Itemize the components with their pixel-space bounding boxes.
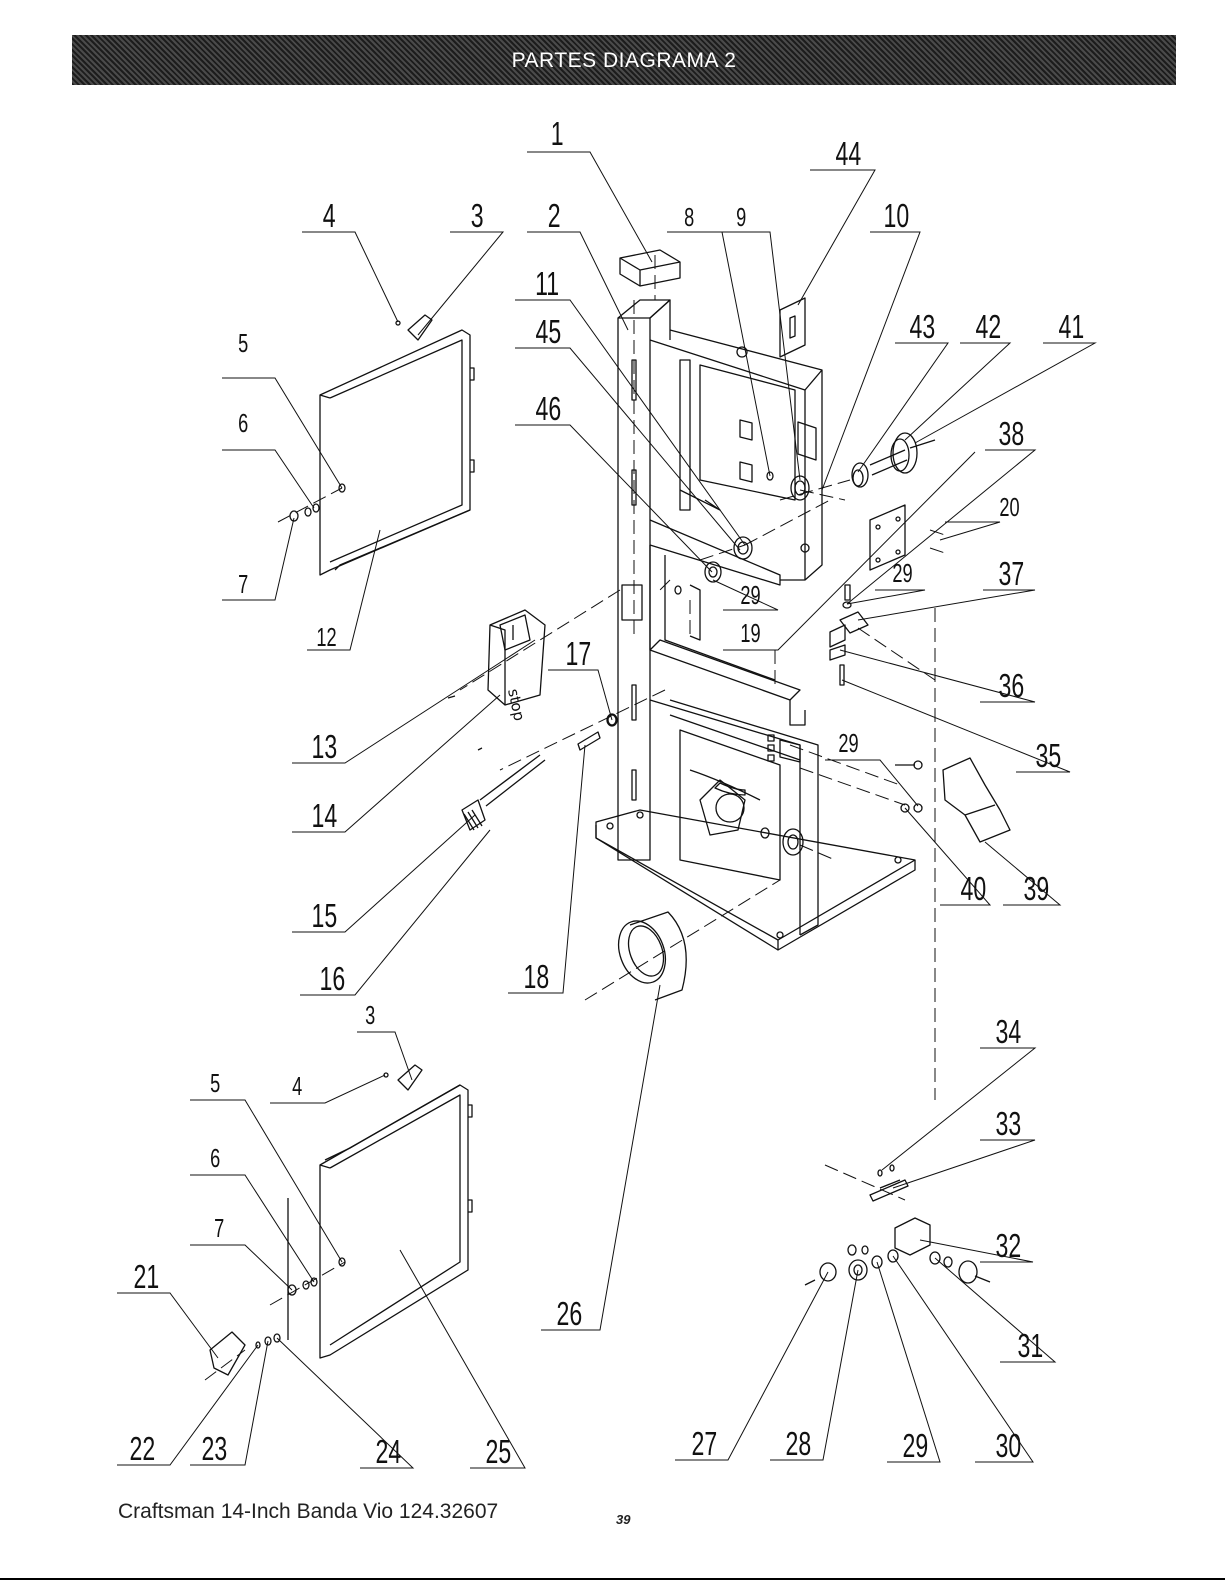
callout-7: 7 <box>238 570 248 599</box>
callout-29b: 29 <box>740 581 760 610</box>
callout-43: 43 <box>910 309 936 346</box>
callout-14: 14 <box>312 798 338 835</box>
callout-24: 24 <box>376 1434 402 1471</box>
callout-13: 13 <box>312 729 338 766</box>
callout-29a: 29 <box>892 559 912 588</box>
callout-4b: 4 <box>292 1072 302 1101</box>
callout-44: 44 <box>836 136 862 173</box>
callout-34: 34 <box>996 1014 1022 1051</box>
callout-19: 19 <box>740 619 760 648</box>
latch-upper <box>408 315 432 340</box>
callout-10: 10 <box>884 198 910 235</box>
callout-27: 27 <box>692 1426 718 1463</box>
callout-37: 37 <box>999 556 1025 593</box>
callout-9: 9 <box>736 203 746 232</box>
callout-1: 1 <box>551 116 564 153</box>
bearing-assemblies <box>607 472 809 855</box>
callout-29c: 29 <box>838 729 858 758</box>
dust-port <box>895 758 1010 842</box>
callout-20: 20 <box>999 493 1019 522</box>
dust-hose-ring <box>610 912 686 1000</box>
lower-fasteners <box>288 1198 317 1340</box>
callout-38: 38 <box>999 416 1025 453</box>
callout-36: 36 <box>999 668 1025 705</box>
callout-7b: 7 <box>214 1214 224 1243</box>
callout-6: 6 <box>238 409 248 438</box>
lower-door <box>320 1085 472 1358</box>
callout-41: 41 <box>1059 309 1085 346</box>
callout-2: 2 <box>548 198 561 235</box>
callout-8: 8 <box>684 203 694 232</box>
callout-6b: 6 <box>210 1144 220 1173</box>
callout-22: 22 <box>130 1431 156 1468</box>
callout-28: 28 <box>786 1426 812 1463</box>
callout-29d: 29 <box>903 1428 929 1465</box>
wheel-shaft-assembly <box>852 433 935 487</box>
callout-40: 40 <box>961 871 987 908</box>
bottom-rule <box>0 1578 1225 1580</box>
bracket-assembly <box>830 602 868 685</box>
callout-42: 42 <box>976 309 1002 346</box>
callout-15: 15 <box>312 898 338 935</box>
callout-30: 30 <box>996 1428 1022 1465</box>
callout-46: 46 <box>536 391 562 428</box>
callout-3b: 3 <box>365 1001 375 1030</box>
callout-4: 4 <box>323 198 336 235</box>
top-cap <box>620 250 680 286</box>
callout-31: 31 <box>1018 1328 1044 1365</box>
callout-12: 12 <box>316 623 336 652</box>
callout-39: 39 <box>1024 871 1050 908</box>
callout-21: 21 <box>134 1259 160 1296</box>
callout-3: 3 <box>471 198 484 235</box>
callout-35: 35 <box>1036 738 1062 775</box>
guide-assembly <box>805 1165 990 1285</box>
upper-door <box>320 330 474 575</box>
callout-32: 32 <box>996 1228 1022 1265</box>
callout-25: 25 <box>486 1434 512 1471</box>
callout-18: 18 <box>524 959 550 996</box>
callout-23: 23 <box>202 1431 228 1468</box>
callout-33: 33 <box>996 1106 1022 1143</box>
callout-5b: 5 <box>210 1069 220 1098</box>
callout-labels: 1 2 3 4 5 6 7 8 9 10 11 12 13 14 15 16 1… <box>130 116 1085 1471</box>
switch-assembly <box>448 610 545 750</box>
page-number: 39 <box>616 1512 630 1527</box>
switch-label: stop <box>504 687 528 722</box>
callout-45: 45 <box>536 314 562 351</box>
part-18 <box>578 732 600 750</box>
footer-model-text: Craftsman 14-Inch Banda Vio 124.32607 <box>118 1500 498 1524</box>
callout-17: 17 <box>566 636 592 673</box>
callout-5: 5 <box>238 329 248 358</box>
callout-11: 11 <box>535 266 559 303</box>
callout-26: 26 <box>557 1296 583 1333</box>
callout-16: 16 <box>320 961 346 998</box>
latch-lower <box>398 1065 422 1090</box>
brush-assembly <box>462 755 545 830</box>
